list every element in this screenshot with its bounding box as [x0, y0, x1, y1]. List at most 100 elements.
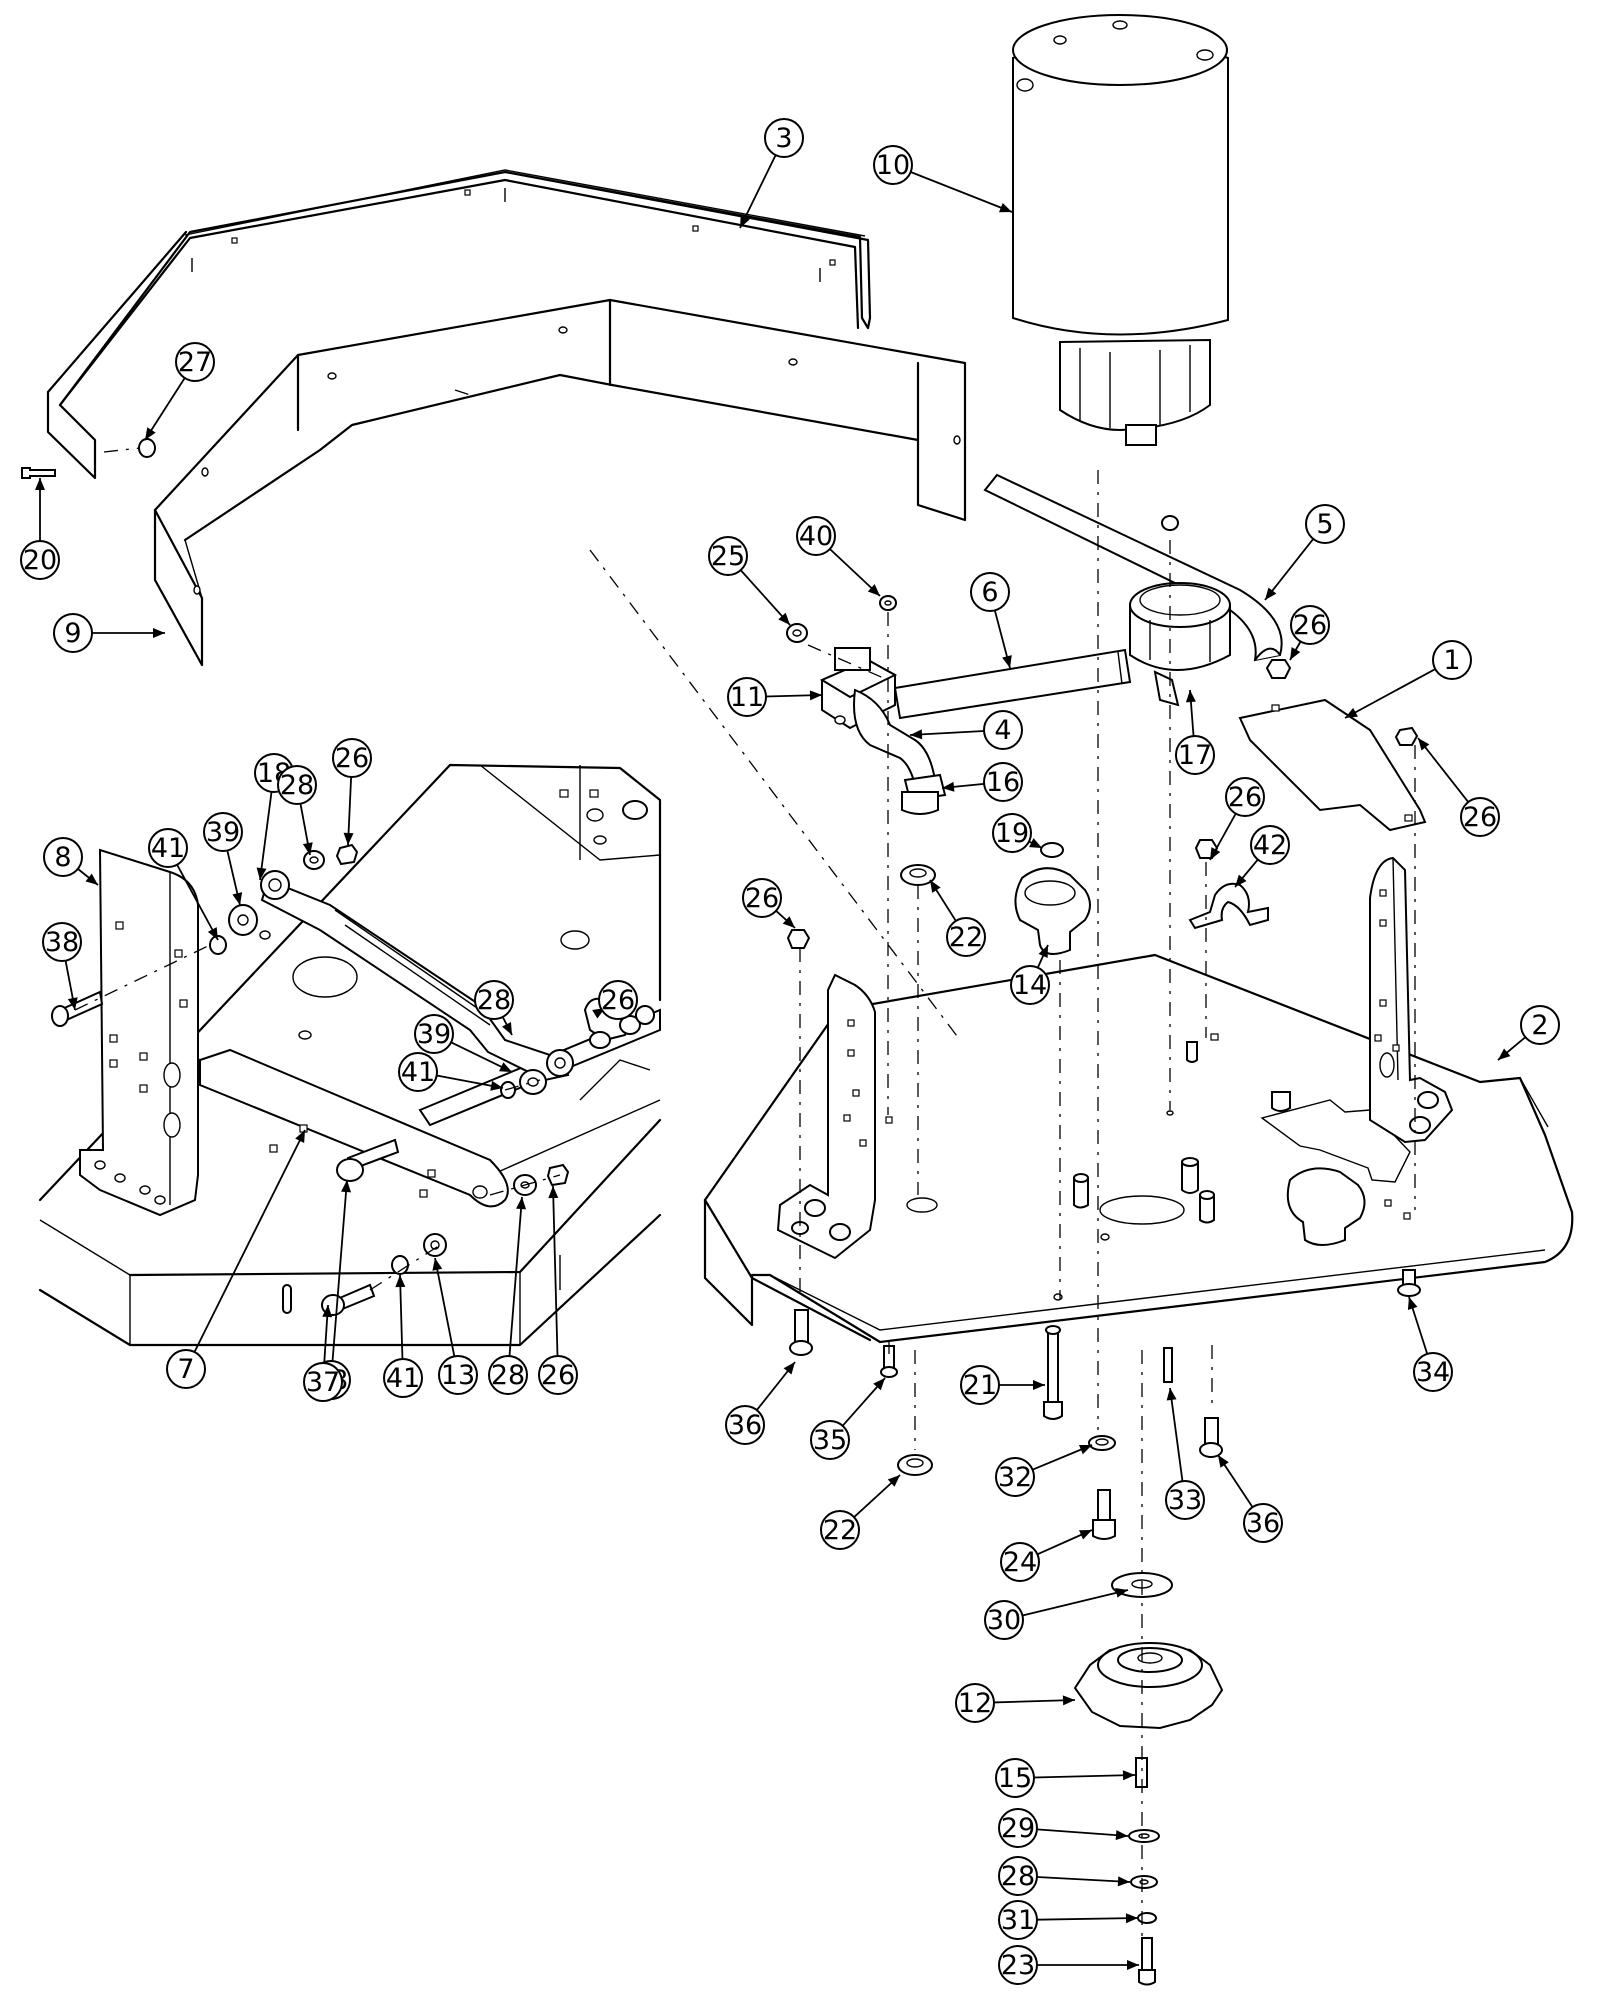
- callout-arrowhead: [432, 1258, 443, 1271]
- callout-arrowhead: [256, 867, 267, 880]
- screw-part-36-right: [1199, 1417, 1223, 1458]
- callout-arrowhead: [343, 832, 354, 845]
- callout-29: 29: [998, 1808, 1129, 1848]
- callout-leader: [193, 1129, 306, 1353]
- callout-arrowhead: [1062, 1695, 1075, 1706]
- callout-number: 17: [1178, 740, 1212, 771]
- callout-number: 38: [45, 927, 79, 958]
- callout-34: 34: [1407, 1296, 1453, 1392]
- callout-42: 42: [1234, 825, 1290, 888]
- callout-number: 2: [1531, 1010, 1548, 1041]
- bracket-right-upright: [1369, 856, 1454, 1144]
- callout-circle: [277, 765, 317, 805]
- callout-arrowhead: [1265, 587, 1277, 600]
- callout-arrowhead: [1029, 838, 1042, 848]
- callout-number: 42: [1253, 830, 1287, 861]
- nut-part-26-a: [1265, 659, 1292, 679]
- callout-arrowhead: [778, 612, 790, 625]
- callout-10: 10: [873, 145, 1013, 213]
- callout-number: 36: [728, 1410, 762, 1441]
- pin-part-33: [1163, 1347, 1173, 1383]
- base-plate-part-2: [703, 953, 1574, 1344]
- callout-8: 8: [43, 837, 99, 886]
- callout-arrowhead: [232, 892, 243, 905]
- callout-leader: [176, 864, 219, 941]
- callout-circle: [742, 878, 782, 918]
- nut-part-25: [786, 623, 808, 643]
- nut-part-22-lower: [897, 1454, 933, 1476]
- callout-circle: [873, 145, 913, 185]
- callout-arrowhead: [341, 1180, 352, 1193]
- callout-arrowhead: [1002, 655, 1012, 668]
- callout-number: 28: [280, 770, 314, 801]
- hub-part-12: [1073, 1642, 1224, 1730]
- callout-9: 9: [53, 613, 165, 653]
- callout-circle: [955, 1683, 995, 1723]
- callout-circle: [1010, 965, 1050, 1005]
- callout-circle: [725, 1405, 765, 1445]
- washer-part-32: [1088, 1435, 1116, 1451]
- callout-arrowhead: [490, 1080, 503, 1091]
- callout-circle: [998, 1900, 1038, 1940]
- knob-part-14: [1014, 867, 1091, 955]
- washer-part-28-lower: [1130, 1875, 1158, 1889]
- callout-arrowhead: [1127, 1960, 1139, 1970]
- callout-circle: [538, 1355, 578, 1395]
- callout-circle: [474, 980, 514, 1020]
- callout-circle: [148, 828, 188, 868]
- callout-number: 28: [491, 1360, 525, 1391]
- callout-arrowhead: [1210, 847, 1221, 860]
- bracket-part-9: [153, 298, 967, 667]
- callout-circle: [983, 710, 1023, 750]
- callout-37: 37: [303, 1304, 343, 1402]
- bolt-part-24: [1092, 1489, 1116, 1540]
- callout-39: 39: [203, 812, 243, 906]
- callout-circle: [960, 1365, 1000, 1405]
- callout-arrowhead: [145, 427, 156, 440]
- callout-number: 39: [417, 1019, 451, 1050]
- callout-12: 12: [955, 1683, 1076, 1723]
- callout-circle: [1305, 504, 1345, 544]
- callout-circle: [303, 1362, 343, 1402]
- callout-arrowhead: [1079, 1444, 1092, 1455]
- callout-arrowhead: [887, 1475, 900, 1487]
- callout-6: 6: [970, 572, 1012, 669]
- callout-30: 30: [984, 1587, 1129, 1640]
- callout-number: 16: [986, 767, 1020, 798]
- callout-28: 28: [488, 1196, 528, 1395]
- callout-circle: [998, 1808, 1038, 1848]
- callout-number: 25: [711, 541, 745, 572]
- callout-circle: [20, 540, 60, 580]
- callout-number: 5: [1316, 509, 1333, 540]
- callout-leader: [259, 791, 273, 881]
- callout-circle: [1000, 1542, 1040, 1582]
- callout-number: 26: [601, 985, 635, 1016]
- callout-leader: [1036, 1917, 1139, 1921]
- callout-circle: [1243, 1503, 1283, 1543]
- nut-part-40: [879, 595, 897, 611]
- callout-arrowhead: [999, 202, 1012, 213]
- callout-number: 26: [335, 743, 369, 774]
- callout-arrowhead: [1166, 1388, 1177, 1401]
- callout-arrowhead: [910, 729, 923, 740]
- callout-number: 30: [987, 1605, 1021, 1636]
- callout-arrowhead: [1345, 707, 1358, 718]
- callout-circle: [53, 613, 93, 653]
- callout-arrowhead: [1418, 738, 1430, 751]
- callout-number: 37: [306, 1367, 340, 1398]
- callout-arrowhead: [1079, 1530, 1092, 1540]
- callout-number: 31: [1001, 1905, 1035, 1936]
- clamp-part-42: [1188, 882, 1269, 930]
- callout-number: 28: [477, 985, 511, 1016]
- callout-number: 19: [995, 818, 1029, 849]
- callout-arrowhead: [1407, 1297, 1418, 1310]
- washer-part-29: [1128, 1829, 1160, 1843]
- callout-arrowhead: [942, 781, 955, 792]
- callout-circle: [984, 1600, 1024, 1640]
- callout-number: 8: [54, 842, 71, 873]
- callout-17: 17: [1175, 689, 1215, 775]
- nut-part-27-left: [138, 438, 156, 458]
- callout-arrowhead: [499, 1062, 512, 1072]
- callout-26: 26: [1289, 605, 1330, 661]
